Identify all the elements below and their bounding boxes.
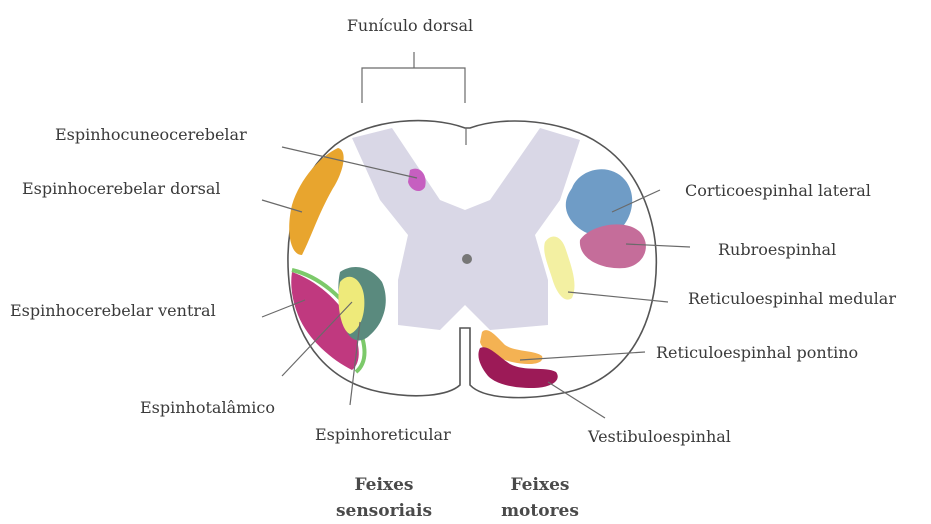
group-motor-line1: Feixes: [511, 475, 570, 495]
label-rubroespinhal: Rubroespinhal: [718, 240, 836, 259]
label-reticuloespinhal-pontino: Reticuloespinhal pontino: [656, 343, 858, 362]
label-corticoespinhal-lateral: Corticoespinhal lateral: [685, 181, 871, 200]
group-sensory-line2: sensoriais: [336, 501, 432, 521]
label-espinhocerebelar-dorsal: Espinhocerebelar dorsal: [22, 179, 221, 198]
central-canal: [462, 254, 472, 264]
label-vestibuloespinhal: Vestibuloespinhal: [587, 427, 731, 446]
label-espinhoreticular: Espinhoreticular: [315, 425, 451, 444]
group-sensory-line1: Feixes: [355, 475, 414, 495]
label-funiculo-dorsal: Funículo dorsal: [347, 16, 473, 35]
label-espinhotalamico: Espinhotalâmico: [140, 398, 275, 417]
label-reticuloespinhal-medular: Reticuloespinhal medular: [688, 289, 896, 308]
label-espinhocuneocerebelar: Espinhocuneocerebelar: [55, 125, 247, 144]
label-espinhocerebelar-ventral: Espinhocerebelar ventral: [10, 301, 216, 320]
dorsal-funiculus-bracket: [362, 52, 465, 103]
group-motor-line2: motores: [501, 501, 579, 521]
